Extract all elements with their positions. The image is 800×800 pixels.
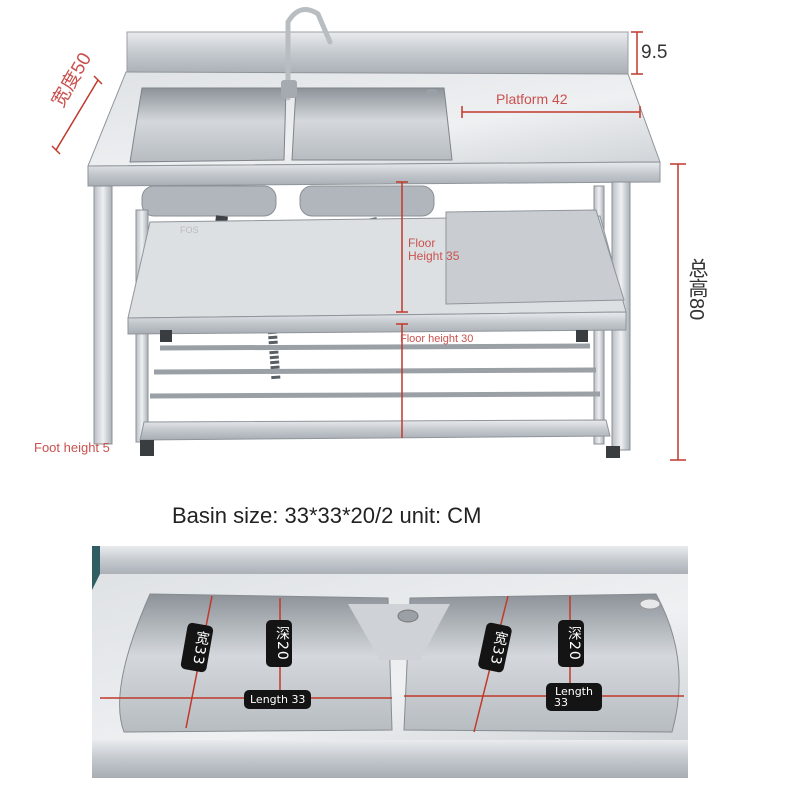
total-height-label: 总高80 — [685, 258, 707, 321]
left-basin-length-tag: Length 33 — [244, 690, 312, 709]
platform-label: Platform 42 — [496, 91, 568, 107]
floor-height-label-line2: Height 35 — [408, 249, 460, 263]
basin-size-caption: Basin size: 33*33*20/2 unit: CM — [172, 503, 482, 528]
right-basin-length-tag: Length 33 — [546, 683, 602, 711]
right-basin-depth-tag: 深20 — [558, 620, 584, 667]
right-basin-length-tag-line1: Length — [555, 685, 593, 698]
lower-floor-height-label: Floor height 30 — [400, 333, 474, 345]
watermark: FOS — [180, 225, 199, 235]
foot-height-label: Foot height 5 — [34, 440, 110, 455]
backsplash-label: 9.5 — [641, 42, 668, 63]
left-basin-depth-tag: 深20 — [266, 620, 292, 667]
sink-photo — [87, 7, 661, 458]
right-basin-length-tag-line2: 33 — [554, 696, 568, 709]
floor-height-label-line1: Floor — [408, 236, 436, 250]
width-dimension-line — [55, 79, 99, 151]
dimension-lines-top — [51, 31, 686, 461]
